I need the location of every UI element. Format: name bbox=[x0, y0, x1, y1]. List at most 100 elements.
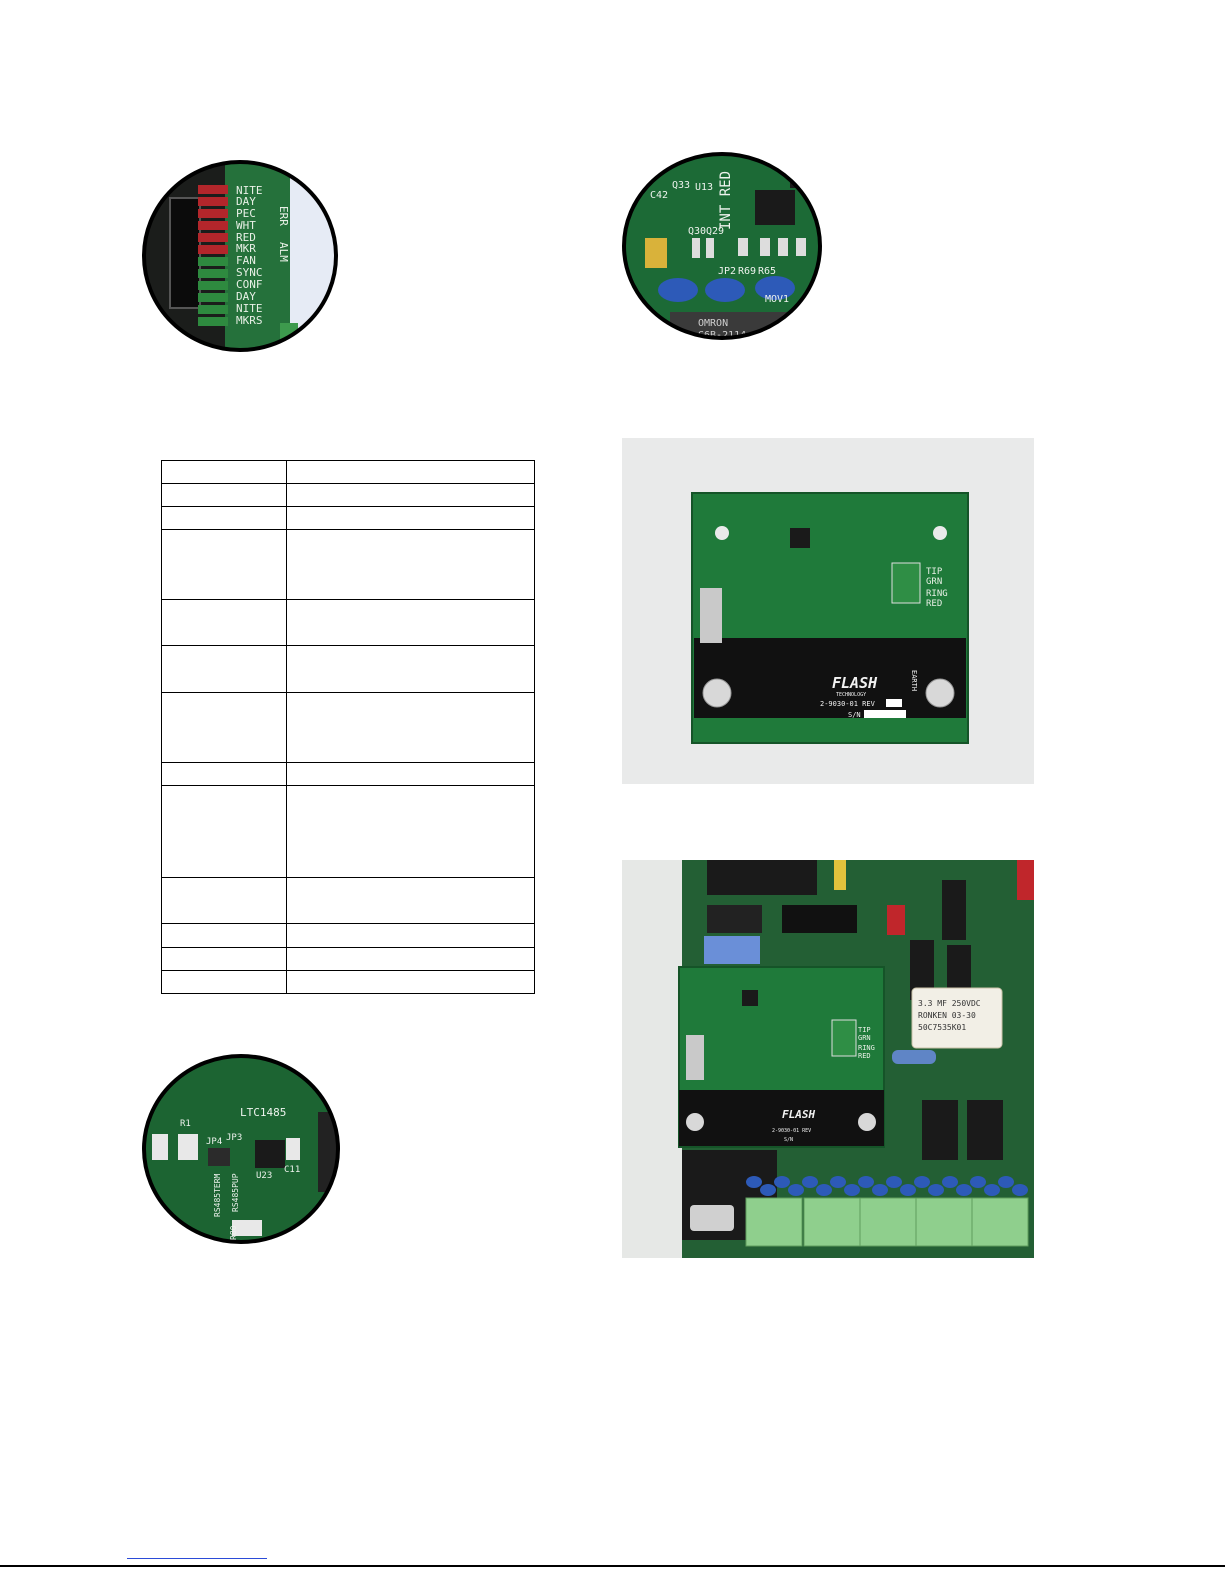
mov-component bbox=[984, 1184, 1000, 1196]
table-column-divider bbox=[286, 461, 287, 993]
grn-label: GRN bbox=[858, 1034, 871, 1042]
mov-component bbox=[970, 1176, 986, 1188]
led-indicator bbox=[198, 281, 228, 290]
pcb-label: U13 bbox=[695, 182, 713, 193]
led-indicator bbox=[198, 209, 228, 218]
mov-component bbox=[886, 1176, 902, 1188]
mov-component bbox=[914, 1176, 930, 1188]
led-closeup-photo: NITE DAY PEC WHT RED MKR FAN SYNC CONF D… bbox=[140, 158, 340, 354]
spec-table bbox=[161, 460, 535, 994]
led-label: RED bbox=[236, 231, 256, 244]
table-row-divider bbox=[162, 692, 534, 693]
table-row-divider bbox=[162, 785, 534, 786]
led-label: MKR bbox=[236, 242, 256, 255]
table-row-divider bbox=[162, 506, 534, 507]
led-indicator bbox=[198, 245, 228, 254]
serial-label: S/N bbox=[784, 1137, 793, 1143]
pcb-label: R65 bbox=[758, 266, 776, 277]
led-label: NITE bbox=[236, 302, 263, 315]
relay-brand-label: OMRON bbox=[698, 318, 728, 329]
table-row-divider bbox=[162, 877, 534, 878]
led-indicator bbox=[198, 233, 228, 242]
table-row-divider bbox=[162, 970, 534, 971]
led-label: DAY bbox=[236, 195, 256, 208]
pcb-label: U23 bbox=[256, 1171, 272, 1181]
red-label: RED bbox=[926, 599, 942, 609]
mov-component bbox=[858, 1176, 874, 1188]
pcb-label: R1 bbox=[180, 1119, 191, 1129]
earth-label: EARTH bbox=[910, 670, 918, 691]
table-row-divider bbox=[162, 483, 534, 484]
mov-component bbox=[774, 1176, 790, 1188]
pcb-label: JP4 bbox=[206, 1137, 222, 1147]
part-number-label: 2-9030-01 REV bbox=[772, 1128, 811, 1134]
led-label: PEC bbox=[236, 207, 256, 220]
led-indicator bbox=[198, 197, 228, 206]
mov-component bbox=[844, 1184, 860, 1196]
ring-label: RING bbox=[926, 589, 948, 599]
pcb-label: RS485PUP bbox=[231, 1173, 240, 1212]
led-indicator bbox=[198, 221, 228, 230]
mov-component bbox=[872, 1184, 888, 1196]
mov-component bbox=[1012, 1184, 1028, 1196]
pcb-label: Q33 bbox=[672, 180, 690, 191]
mov-component bbox=[788, 1184, 804, 1196]
relay-closeup-photo: INT RED U13 C42 Q33 Q30 Q29 JP2 R69 R65 … bbox=[620, 150, 824, 342]
int-red-label: INT RED bbox=[718, 171, 734, 230]
led-label: NITE bbox=[236, 184, 263, 197]
mov-component bbox=[760, 1184, 776, 1196]
pcb-label: R69 bbox=[738, 266, 756, 277]
ring-label: RING bbox=[858, 1044, 875, 1052]
tip-label: TIP bbox=[926, 567, 943, 577]
table-row-divider bbox=[162, 599, 534, 600]
mov-component bbox=[998, 1176, 1014, 1188]
mov-component bbox=[746, 1176, 762, 1188]
pcb-label: JP2 bbox=[718, 266, 736, 277]
led-indicator bbox=[198, 305, 228, 314]
pcb-label: Q30 bbox=[688, 226, 706, 237]
table-row-divider bbox=[162, 947, 534, 948]
alm-label: ALM bbox=[277, 242, 290, 262]
led-indicator bbox=[198, 185, 228, 194]
led-label: FAN bbox=[236, 254, 256, 267]
mov-component bbox=[956, 1184, 972, 1196]
part-number-label: 2-9030-01 REV bbox=[820, 700, 876, 708]
ltc1485-label: LTC1485 bbox=[240, 1106, 286, 1119]
led-label: SYNC bbox=[236, 266, 263, 279]
daughter-board-photo: TIP GRN RING RED FLASH TECHNOLOGY 2-9030… bbox=[622, 438, 1034, 784]
led-indicator bbox=[198, 257, 228, 266]
pcb-label: Q29 bbox=[706, 226, 724, 237]
mov-component bbox=[802, 1176, 818, 1188]
footer-link-underline[interactable] bbox=[127, 1558, 267, 1559]
table-row-divider bbox=[162, 923, 534, 924]
led-label: MKRS bbox=[236, 314, 263, 327]
led-label: CONF bbox=[236, 278, 263, 291]
grn-label: GRN bbox=[926, 577, 942, 587]
pcb-label: R80 bbox=[229, 1225, 238, 1240]
mov-component bbox=[928, 1184, 944, 1196]
installed-board-photo: 3.3 MF 250VDC RONKEN 03-30 50C7535K01 TI… bbox=[622, 860, 1034, 1258]
capacitor-label: RONKEN 03-30 bbox=[918, 1011, 976, 1020]
relay-model-label: G6B-2114 bbox=[698, 330, 746, 341]
led-indicator bbox=[198, 317, 228, 326]
pcb-label: JP3 bbox=[226, 1133, 242, 1143]
flash-logo-subtext: TECHNOLOGY bbox=[836, 692, 866, 698]
table-row-divider bbox=[162, 529, 534, 530]
table-row-divider bbox=[162, 645, 534, 646]
mov-component bbox=[830, 1176, 846, 1188]
rs485-closeup-photo: LTC1485 U23 R1 JP4 JP3 C11 RS485TERM RS4… bbox=[140, 1052, 342, 1246]
relay-labels: INT RED U13 C42 Q33 Q30 Q29 JP2 R69 R65 … bbox=[650, 171, 789, 341]
err-label: ERR bbox=[277, 206, 290, 226]
serial-label: S/N bbox=[848, 711, 861, 719]
mov-component bbox=[900, 1184, 916, 1196]
led-label: DAY bbox=[236, 290, 256, 303]
capacitor-label: 50C7535K01 bbox=[918, 1023, 966, 1032]
led-indicator bbox=[198, 269, 228, 278]
rs485-labels: LTC1485 U23 R1 JP4 JP3 C11 RS485TERM RS4… bbox=[180, 1106, 300, 1240]
tip-label: TIP bbox=[858, 1026, 871, 1034]
led-indicator bbox=[198, 293, 228, 302]
pcb-label: RS485TERM bbox=[213, 1173, 222, 1217]
table-row-divider bbox=[162, 762, 534, 763]
footer-rule bbox=[0, 1565, 1225, 1567]
pcb-label: C11 bbox=[284, 1165, 300, 1175]
